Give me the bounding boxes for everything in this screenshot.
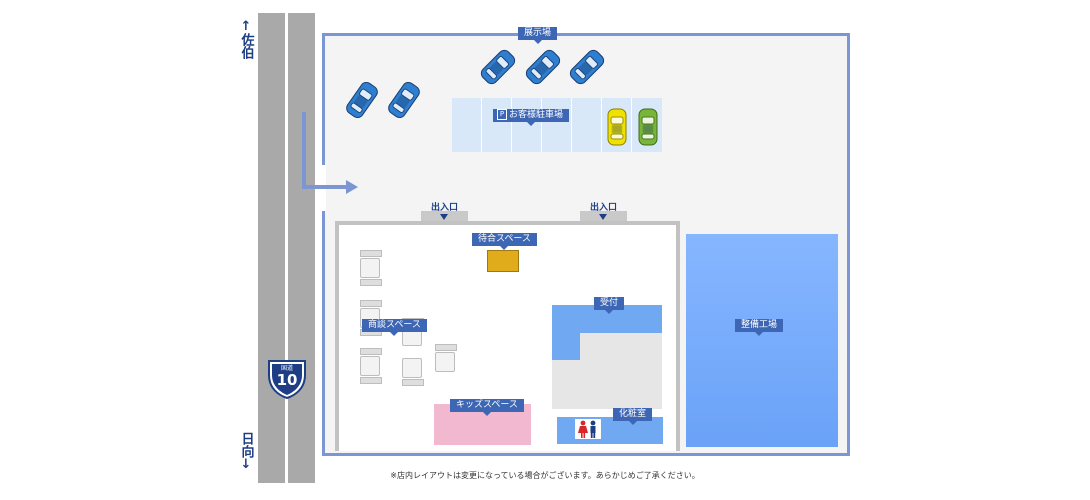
parking-stall xyxy=(602,98,632,152)
service-shop xyxy=(686,234,838,447)
south-destination-label: 日向 xyxy=(238,432,254,458)
chair xyxy=(435,344,457,351)
meeting-table-set xyxy=(360,250,382,286)
parking-stall xyxy=(572,98,602,152)
parking-stall xyxy=(512,98,542,152)
chair xyxy=(402,379,424,386)
chair xyxy=(360,279,382,286)
waiting-space-label: 待合スペース xyxy=(472,233,537,250)
waiting-sofa xyxy=(487,250,519,272)
chair xyxy=(360,348,382,355)
entrance-marker-icon xyxy=(440,214,448,220)
restroom-sign xyxy=(575,419,601,439)
arrow-up-icon: ↑ xyxy=(240,19,252,34)
parking-stall xyxy=(632,98,661,152)
restroom-icon xyxy=(578,420,596,438)
chair xyxy=(360,300,382,307)
meeting-space-label: 商談スペース xyxy=(362,319,427,336)
entrance-marker-icon xyxy=(599,214,607,220)
parking-badge-icon: P xyxy=(497,109,507,120)
chair xyxy=(360,377,382,384)
reception-label: 受付 xyxy=(594,297,625,314)
meeting-table-set xyxy=(402,357,424,386)
restroom-label: 化粧室 xyxy=(613,408,653,425)
entrance-left-label: 出入口 xyxy=(431,203,459,213)
arrow-down-icon: ↓ xyxy=(240,457,252,472)
route-shield: 国道 10 xyxy=(266,358,308,400)
entry-arrow-icon xyxy=(302,112,358,194)
customer-parking-area xyxy=(452,98,662,152)
showroom-label: 展示場 xyxy=(518,27,558,44)
service-shop-label: 整備工場 xyxy=(735,319,784,336)
route-prefix: 国道 xyxy=(280,365,293,372)
reception-counter-side xyxy=(552,305,580,360)
layout-note: ※店内レイアウトは変更になっている場合がございます。あらかじめご了承ください。 xyxy=(390,471,700,480)
table xyxy=(435,352,455,372)
south-direction: 日向 ↓ xyxy=(236,432,256,471)
route-shield-icon xyxy=(268,360,306,400)
restroom-area xyxy=(557,417,663,444)
meeting-table-set xyxy=(435,344,457,373)
chair xyxy=(360,250,382,257)
meeting-table-set xyxy=(360,348,382,384)
road-center-line xyxy=(285,13,288,483)
parking-stall xyxy=(542,98,572,152)
parking-stall xyxy=(452,98,482,152)
table xyxy=(402,358,422,378)
table xyxy=(360,258,380,278)
table xyxy=(360,356,380,376)
route-number: 10 xyxy=(276,371,298,389)
kids-space-label: キッズスペース xyxy=(450,399,524,416)
entrance-right-label: 出入口 xyxy=(590,203,618,213)
parking-stall xyxy=(482,98,512,152)
customer-parking-label-text: お客様駐車場 xyxy=(509,110,564,120)
north-destination-label: 佐伯 xyxy=(238,33,254,59)
north-direction: ↑ 佐伯 xyxy=(236,20,256,59)
